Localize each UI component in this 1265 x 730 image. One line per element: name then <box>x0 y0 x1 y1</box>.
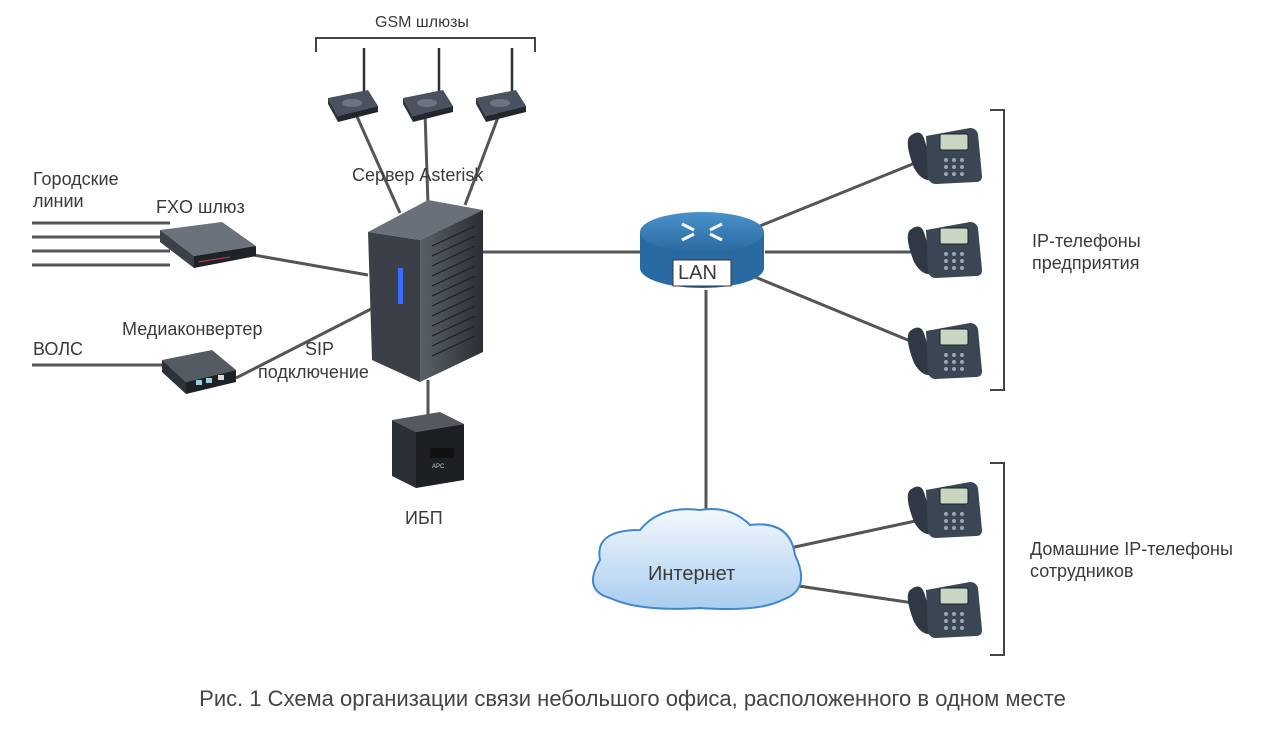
ip-phone-office-3-icon <box>907 322 983 380</box>
ip-phones-home-label-2: сотрудников <box>1030 561 1134 581</box>
asterisk-server-label: Сервер Asterisk <box>352 165 484 185</box>
city-lines-label-2: линии <box>33 191 84 211</box>
ip-phone-home-1-icon <box>907 481 983 539</box>
ups-label: ИБП <box>405 508 443 528</box>
gsm-gateway-2-icon <box>401 46 455 124</box>
ups-brand-label: APC <box>432 464 445 470</box>
figure-caption: Рис. 1 Схема организации связи небольшог… <box>199 686 1066 711</box>
internet-cloud-icon <box>591 508 803 610</box>
fxo-gateway-icon <box>160 222 256 268</box>
sip-label-2: подключение <box>258 362 369 382</box>
ip-phones-office-label-1: IP-телефоны <box>1032 231 1141 251</box>
home-phones-bracket <box>990 462 1005 656</box>
ip-phones-office-label-2: предприятия <box>1032 253 1140 273</box>
office-phones-bracket <box>990 109 1005 391</box>
city-lines-label-1: Городские <box>33 169 119 189</box>
fiber-label: ВОЛС <box>33 339 84 359</box>
ip-phone-home-2-icon <box>907 581 983 639</box>
city-lines <box>32 221 170 267</box>
gsm-bracket <box>315 37 536 52</box>
ups-icon <box>392 412 464 488</box>
ip-phones-home-label-1: Домашние IP-телефоны <box>1030 539 1233 559</box>
asterisk-server-icon <box>368 200 483 382</box>
internet-label: Интернет <box>648 563 736 585</box>
gsm-gateways-label: GSM шлюзы <box>375 14 469 31</box>
media-converter-label: Медиаконвертер <box>122 319 263 339</box>
media-converter-icon <box>162 350 236 394</box>
gsm-gateway-3-icon <box>474 46 528 124</box>
connection-lines <box>32 111 921 606</box>
lan-label: LAN <box>678 262 717 284</box>
ip-phone-office-2-icon <box>907 221 983 279</box>
ip-phone-office-1-icon <box>907 127 983 185</box>
fxo-gateway-label: FXO шлюз <box>156 197 245 217</box>
sip-label-1: SIP <box>305 339 335 359</box>
gsm-gateway-1-icon <box>326 46 380 124</box>
lan-router-icon <box>640 212 764 288</box>
